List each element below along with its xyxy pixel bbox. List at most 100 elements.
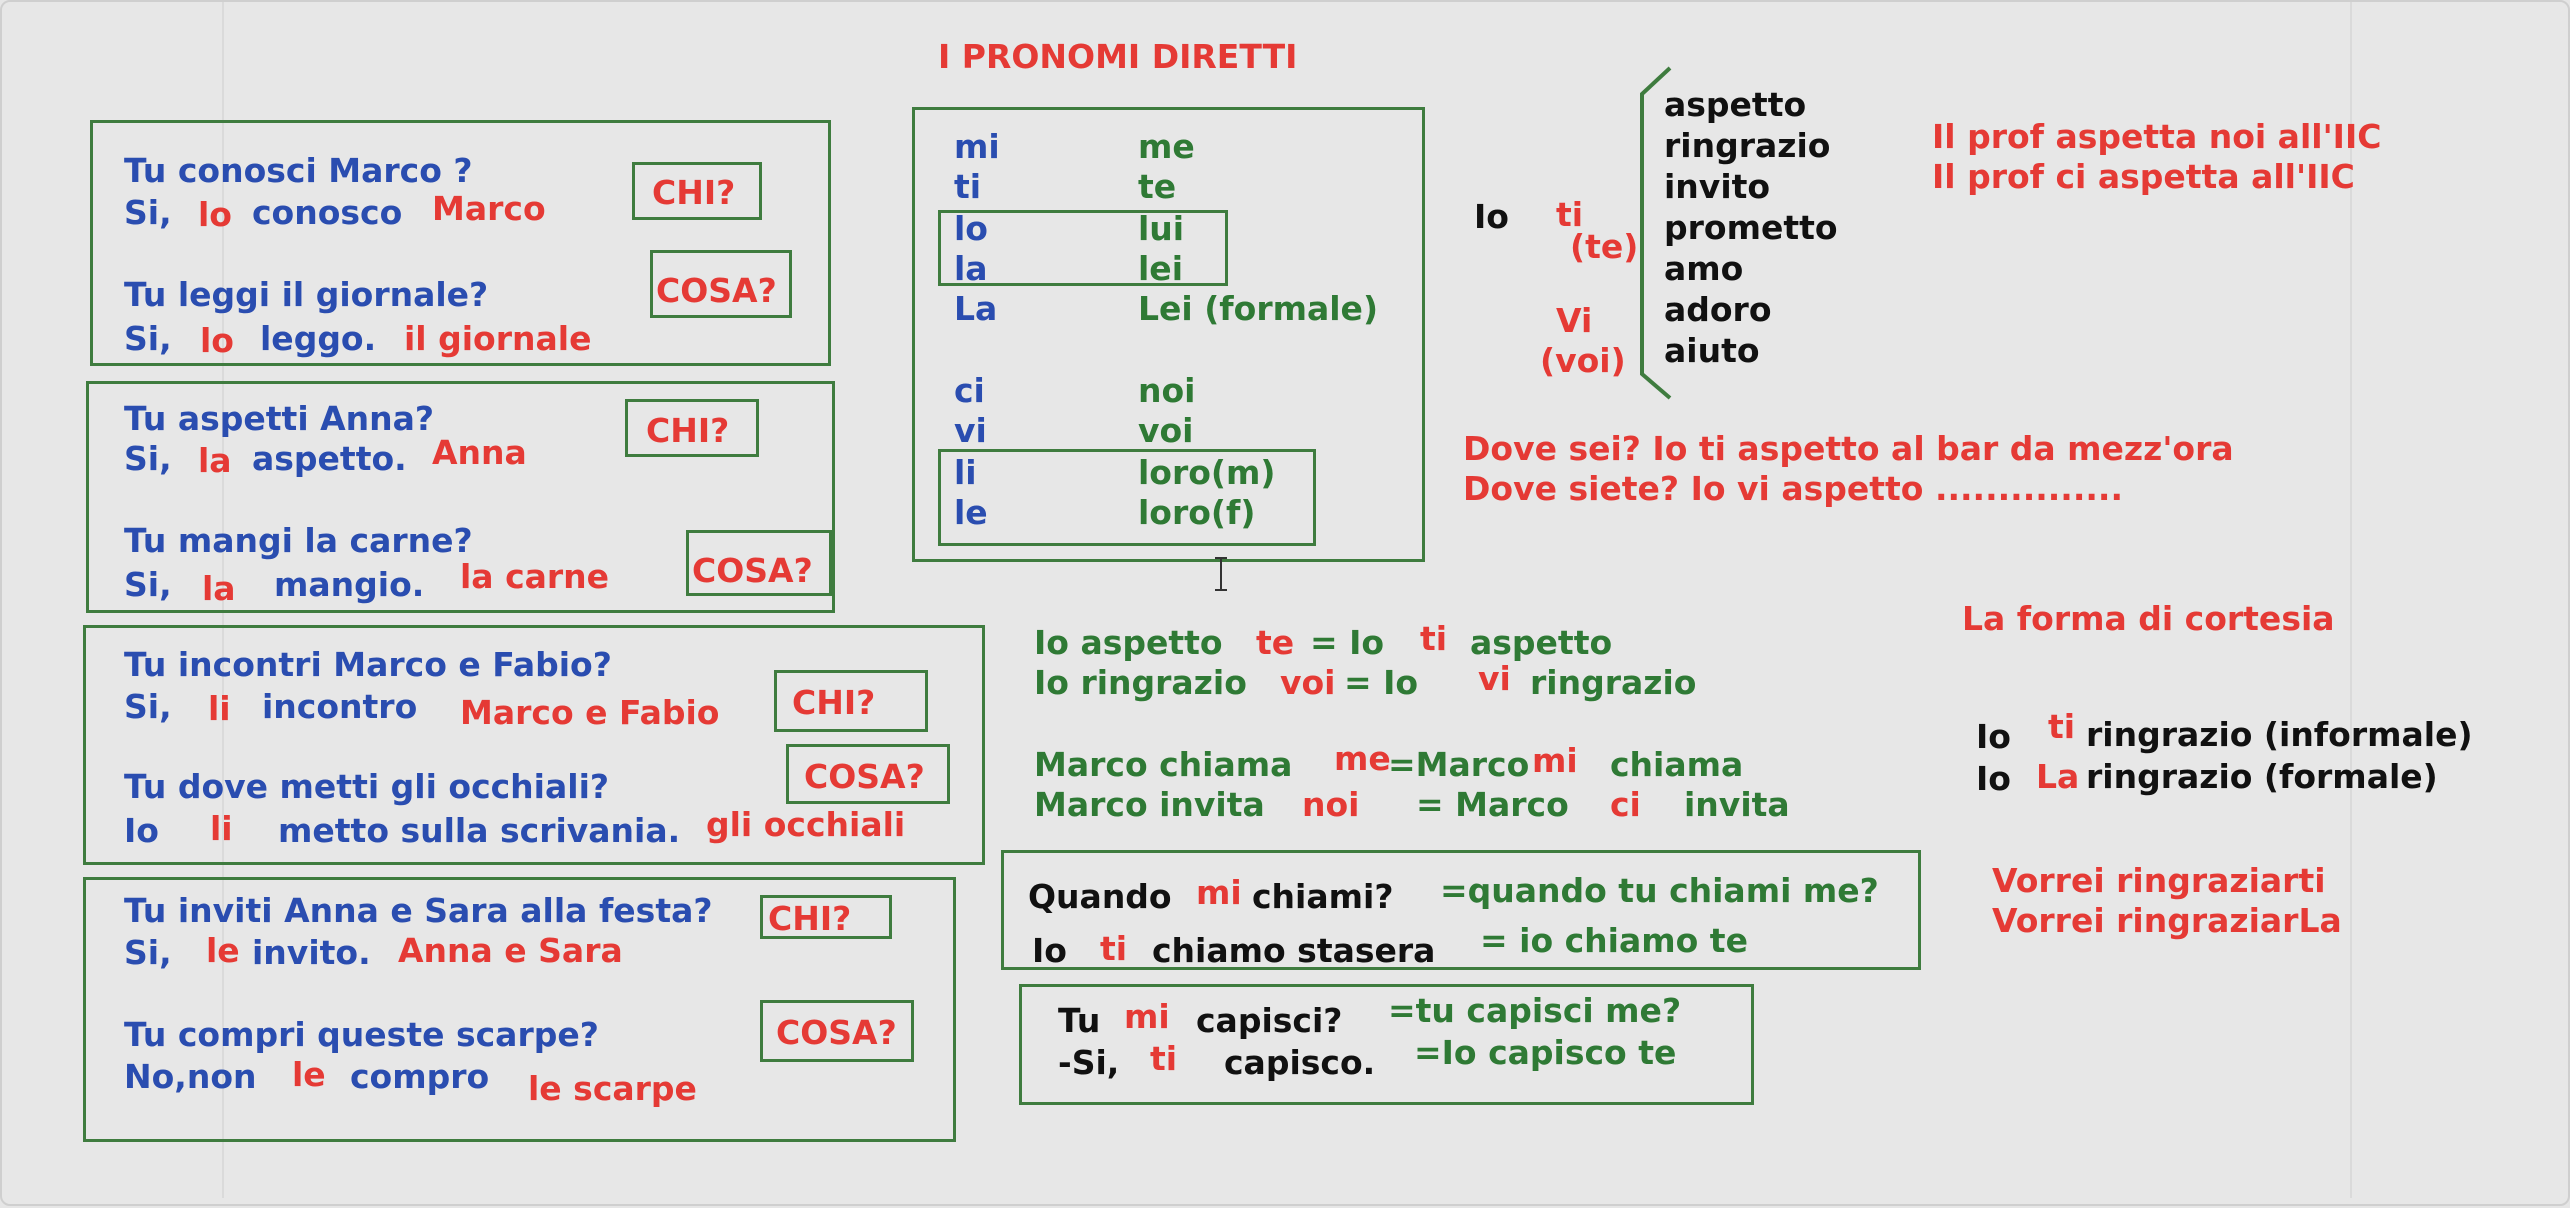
answer-prefix: Si, (124, 565, 172, 604)
equivalent-text: =Io capisco te (1414, 1033, 1677, 1072)
object: Anna e Sara (398, 931, 623, 970)
answer-verb: mangio. (274, 565, 425, 604)
answer-verb: metto sulla scrivania. (278, 811, 681, 850)
pronoun-tonico: loro(m) (1138, 453, 1276, 492)
capisci-box (1019, 984, 1754, 1105)
cortesia-text: ringrazio (informale) (2086, 715, 2473, 754)
vorrei-line: Vorrei ringraziarti (1992, 861, 2326, 900)
pronoun: mi (1124, 997, 1170, 1036)
object: la carne (460, 557, 610, 596)
pronoun: lo (198, 195, 232, 234)
pronoun: li (208, 689, 231, 728)
object: il giornale (404, 319, 592, 358)
tag-box (632, 162, 762, 220)
equiv-tonic: noi (1302, 785, 1360, 824)
verb-item: invito (1664, 167, 1771, 206)
answer-prefix: Si, (124, 439, 172, 478)
tag-box (650, 250, 792, 318)
equiv-tonic: me (1334, 739, 1391, 778)
equiv-text: = Marco (1416, 785, 1569, 824)
pronoun: ti (1100, 929, 1128, 968)
tag-box (774, 670, 928, 732)
page-title: I PRONOMI DIRETTI (938, 37, 1298, 76)
answer-verb: conosco (252, 193, 403, 232)
equiv-text: = Io (1344, 663, 1419, 702)
object: gli occhiali (706, 805, 906, 844)
cortesia-title: La forma di cortesia (1962, 599, 2335, 638)
pronoun-tonico: loro(f) (1138, 493, 1256, 532)
pronoun: le (206, 931, 240, 970)
equiv-text: = Io (1310, 623, 1385, 662)
tag-chi: CHI? (646, 411, 730, 450)
pronoun-atono: vi (954, 411, 987, 450)
example-text: Quando (1028, 877, 1172, 916)
verb-item: prometto (1664, 208, 1838, 247)
guide-line (222, 2, 224, 1198)
tag-box (760, 1000, 914, 1062)
pronoun: la (202, 569, 236, 608)
text-cursor-icon (1215, 557, 1227, 591)
pronoun-atono: la (954, 249, 988, 288)
question: Tu conosci Marco ? (124, 151, 473, 190)
object: le scarpe (528, 1069, 697, 1108)
tag-chi: CHI? (768, 899, 852, 938)
example-text: chiami? (1252, 877, 1394, 916)
equiv-text: ringrazio (1530, 663, 1697, 702)
quando-box (1001, 850, 1921, 970)
example-box-2 (86, 381, 835, 613)
equivalent-text: = io chiamo te (1480, 921, 1748, 960)
pronoun: la (198, 441, 232, 480)
question: Tu inviti Anna e Sara alla festa? (124, 891, 713, 930)
example-text: -Si, (1058, 1043, 1120, 1082)
equiv-tonic: te (1256, 623, 1295, 662)
tag-box (760, 895, 892, 939)
dove-line: Dove siete? Io vi aspetto ..............… (1463, 469, 2123, 508)
pronoun-tonico: lui (1138, 209, 1185, 248)
cortesia-text: ringrazio (formale) (2086, 757, 2438, 796)
pronoun-table (912, 107, 1425, 562)
pronoun-ti: ti (1556, 195, 1584, 234)
li-le-group-box (938, 449, 1316, 546)
cortesia-text: Io (1976, 759, 2011, 798)
pronoun-tonico: me (1138, 127, 1195, 166)
answer-prefix: Si, (124, 193, 172, 232)
equivalent-text: =quando tu chiami me? (1440, 871, 1879, 910)
equiv-text: Io aspetto (1034, 623, 1223, 662)
pronoun-te: (te) (1570, 227, 1639, 266)
pronoun-atono: lo (954, 209, 988, 248)
equiv-tonic: voi (1280, 663, 1336, 702)
question: Tu incontri Marco e Fabio? (124, 645, 612, 684)
pronoun-tonico: te (1138, 167, 1177, 206)
object: Marco e Fabio (460, 693, 720, 732)
prof-line: Il prof aspetta noi all'IIC (1932, 117, 2382, 156)
question: Tu dove metti gli occhiali? (124, 767, 610, 806)
pronoun: le (292, 1055, 326, 1094)
verb-item: adoro (1664, 290, 1772, 329)
pronoun: li (210, 809, 233, 848)
subject-io: Io (1474, 197, 1509, 236)
answer-verb: compro (350, 1057, 490, 1096)
answer-verb: invito. (252, 933, 371, 972)
answer-prefix: No,non (124, 1057, 257, 1096)
pronoun-atono: La (954, 289, 998, 328)
cortesia-text: Io (1976, 717, 2011, 756)
question: Tu compri queste scarpe? (124, 1015, 599, 1054)
cortesia-pronoun: La (2036, 757, 2080, 796)
pronoun-tonico: lei (1138, 249, 1184, 288)
equiv-atono: ci (1610, 785, 1641, 824)
question: Tu mangi la carne? (124, 521, 473, 560)
example-text: Tu (1058, 1001, 1101, 1040)
question: Tu aspetti Anna? (124, 399, 435, 438)
example-text: capisci? (1196, 1001, 1343, 1040)
question: Tu leggi il giornale? (124, 275, 489, 314)
example-box-4 (83, 877, 956, 1142)
pronoun-voi: (voi) (1540, 341, 1626, 380)
equiv-atono: vi (1478, 659, 1511, 698)
equiv-text: =Marco (1388, 745, 1530, 784)
tag-box (786, 744, 950, 804)
answer-verb: leggo. (260, 319, 377, 358)
verb-item: amo (1664, 249, 1744, 288)
equiv-text: Marco invita (1034, 785, 1265, 824)
example-text: chiamo stasera (1152, 931, 1436, 970)
